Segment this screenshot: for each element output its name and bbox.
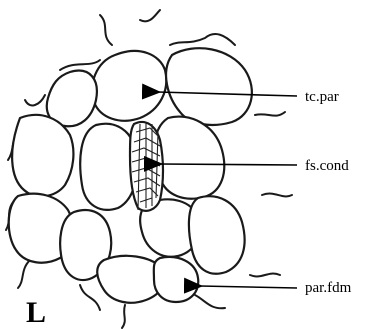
par-fdm-pointer — [200, 286, 297, 288]
cell — [189, 196, 245, 273]
cell — [92, 51, 166, 121]
cell — [155, 117, 225, 199]
par-fdm-label: par.fdm — [305, 280, 352, 296]
tc-par-label: tc.par — [305, 89, 339, 105]
cell — [80, 124, 137, 210]
cell — [47, 71, 97, 127]
fs-cond-label: fs.cond — [305, 158, 349, 174]
cell — [166, 48, 252, 125]
conducting-tissue-mesh — [130, 122, 163, 211]
cell — [12, 115, 73, 196]
panel-letter: L — [26, 296, 46, 329]
fs-cond-pointer — [160, 164, 297, 165]
cell — [154, 257, 198, 302]
